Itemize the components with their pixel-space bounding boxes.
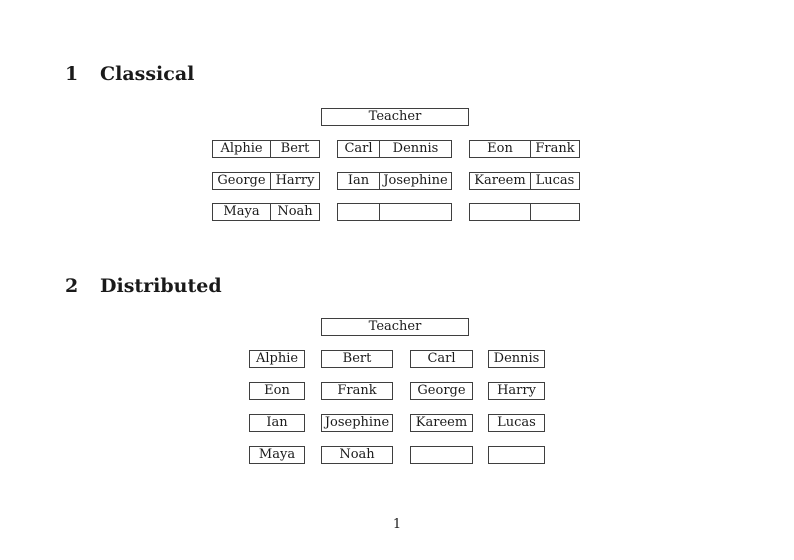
classical-desk-r1c2: Carl Dennis	[337, 140, 452, 158]
seat-cell: Noah	[270, 204, 319, 220]
seat-cell: Eon	[487, 141, 513, 156]
classical-desk-r3c1: Maya Noah	[212, 203, 320, 221]
student-box: Lucas	[488, 414, 545, 432]
section-2-heading: 2 Distributed	[65, 274, 222, 298]
seat-cell: Josephine	[379, 173, 451, 189]
student-box: Maya	[249, 446, 305, 464]
section-1-title: Classical	[100, 63, 195, 85]
classical-desk-r3c3-empty	[469, 203, 580, 221]
student-box: Dennis	[488, 350, 545, 368]
seat-cell-empty	[379, 204, 451, 220]
seat-cell: Carl	[344, 141, 373, 156]
section-2-number: 2	[65, 275, 79, 297]
classical-teacher-box: Teacher	[321, 108, 469, 126]
classical-desk-r1c3: Eon Frank	[469, 140, 580, 158]
student-box-empty	[410, 446, 473, 464]
classical-desk-r1c1: Alphie Bert	[212, 140, 320, 158]
student-box: Josephine	[321, 414, 393, 432]
classical-desk-r3c2-empty	[337, 203, 452, 221]
student-box: Eon	[249, 382, 305, 400]
student-box: Alphie	[249, 350, 305, 368]
seat-cell: George	[217, 173, 266, 188]
distributed-teacher-box: Teacher	[321, 318, 469, 336]
section-2-title: Distributed	[100, 275, 222, 297]
seat-cell-empty	[530, 204, 579, 220]
student-box: Bert	[321, 350, 393, 368]
page-number: 1	[392, 517, 402, 532]
student-box: Noah	[321, 446, 393, 464]
student-box: Kareem	[410, 414, 473, 432]
student-box: Harry	[488, 382, 545, 400]
seat-cell: Harry	[270, 173, 319, 189]
seat-cell: Lucas	[530, 173, 579, 189]
student-box: George	[410, 382, 473, 400]
section-1-number: 1	[65, 63, 79, 85]
classical-desk-r2c3: Kareem Lucas	[469, 172, 580, 190]
student-box-empty	[488, 446, 545, 464]
section-1-heading: 1 Classical	[65, 62, 194, 86]
seat-cell: Frank	[530, 141, 579, 157]
classical-desk-r2c2: Ian Josephine	[337, 172, 452, 190]
seat-cell-empty	[338, 204, 379, 220]
seat-cell: Kareem	[474, 173, 526, 188]
seat-cell: Dennis	[379, 141, 451, 157]
student-box: Carl	[410, 350, 473, 368]
seat-cell: Maya	[223, 204, 260, 219]
student-box: Ian	[249, 414, 305, 432]
seat-cell-empty	[470, 204, 530, 220]
seat-cell: Alphie	[220, 141, 263, 156]
seat-cell: Bert	[270, 141, 319, 157]
classical-desk-r2c1: George Harry	[212, 172, 320, 190]
seat-cell: Ian	[347, 173, 370, 188]
student-box: Frank	[321, 382, 393, 400]
